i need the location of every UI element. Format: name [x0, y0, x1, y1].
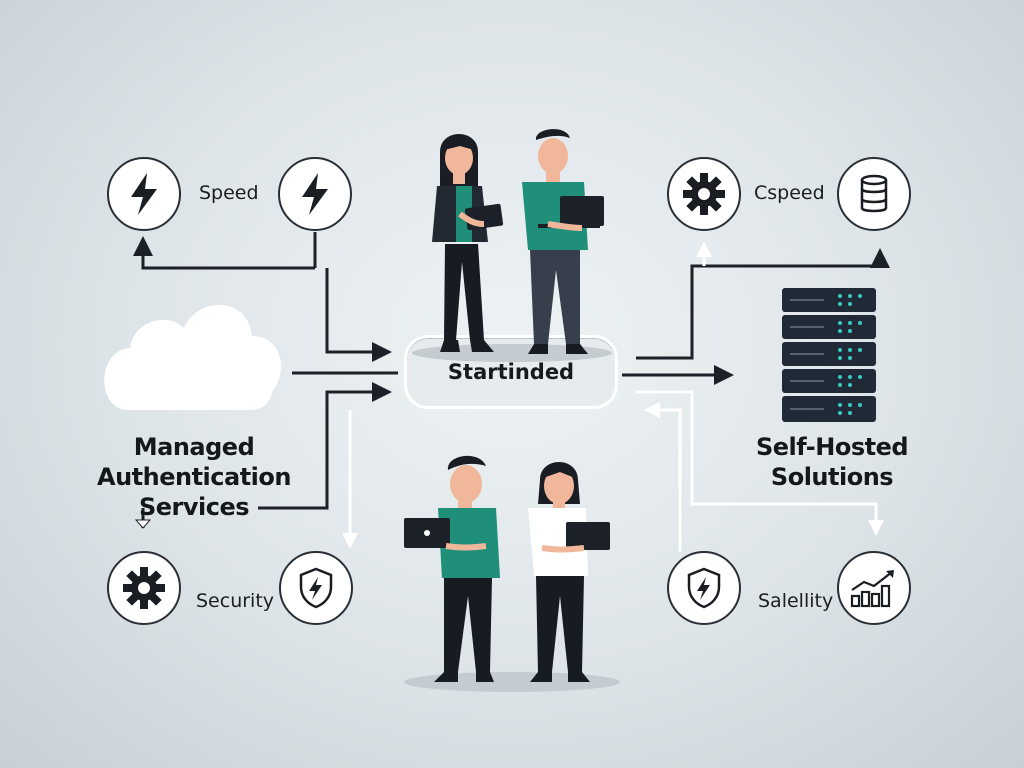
arrow-hub-to-right-top	[636, 248, 890, 360]
managed-auth-line-1: Managed	[133, 433, 255, 461]
hub-box[interactable]: Startinded	[404, 335, 618, 409]
cspeed-label: Cspeed	[754, 182, 825, 204]
database-circle[interactable]	[837, 157, 911, 231]
salellity-shield-circle[interactable]	[667, 551, 741, 625]
speed-label: Speed	[199, 182, 259, 204]
speed-circle-left[interactable]	[107, 157, 181, 231]
gear-icon	[683, 173, 725, 215]
security-gear-circle[interactable]	[107, 551, 181, 625]
growth-chart-icon	[850, 570, 894, 608]
shield-lightning-icon	[299, 567, 333, 609]
speed-circle-right[interactable]	[278, 157, 352, 231]
server-rack-icon	[782, 288, 876, 422]
managed-auth-line-3: Services	[138, 493, 250, 521]
self-hosted-line-2: Solutions	[770, 463, 894, 491]
salellity-label: Salellity	[758, 590, 834, 612]
security-label: Security	[196, 590, 275, 612]
database-icon	[860, 174, 888, 213]
self-hosted-line-1: Self-Hosted	[755, 433, 909, 461]
cspeed-gear-circle[interactable]	[667, 157, 741, 231]
arrow-services-to-hub	[258, 382, 392, 510]
growth-circle[interactable]	[837, 551, 911, 625]
hub-label: Startinded	[447, 360, 575, 384]
shield-lightning-icon	[687, 567, 721, 609]
managed-auth-title: Managed Authentication Services	[96, 432, 292, 522]
managed-auth-line-2: Authentication	[97, 463, 291, 491]
white-arrow-hub-to-right-bottom	[636, 390, 884, 536]
lightning-icon	[131, 173, 157, 215]
lightning-icon	[302, 173, 328, 215]
self-hosted-title: Self-Hosted Solutions	[740, 432, 924, 492]
gear-icon	[123, 567, 165, 609]
white-arrow-right-bottom-to-hub	[644, 402, 682, 552]
security-shield-circle[interactable]	[279, 551, 353, 625]
arrow-speed-to-left-icon	[133, 236, 315, 270]
arrow-speed-to-hub	[325, 268, 392, 362]
